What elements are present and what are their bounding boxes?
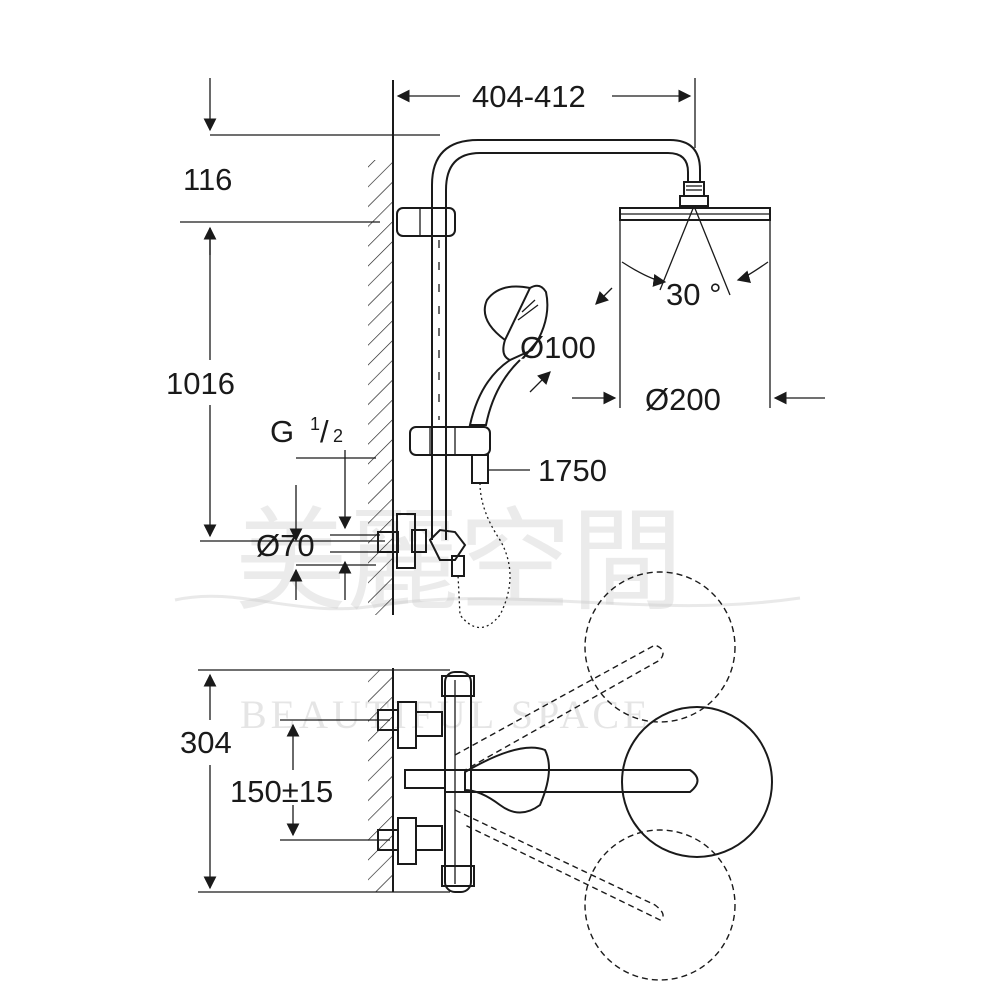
- head-shower-swing-top: [584, 571, 736, 723]
- hand-shower-diameter-label: Ø100: [520, 330, 596, 365]
- centers-label: 150±15: [230, 774, 333, 809]
- hose-length-label: 1750: [538, 453, 607, 488]
- s-union-bottom: [377, 817, 443, 865]
- thread-label-den: 2: [333, 426, 343, 446]
- hand-shower-plan: [464, 746, 550, 814]
- head-shower: 30 °: [619, 205, 771, 408]
- wall-bracket-top: [396, 207, 456, 237]
- head-shower-plan: [621, 706, 773, 858]
- height-label: 1016: [166, 366, 235, 401]
- head-shower-diameter-label: Ø200: [645, 382, 721, 417]
- watermark: 美麗空間 BEAUTIFUL SPACE: [174, 497, 801, 737]
- wall-hatch-upper: [368, 160, 392, 615]
- mixer-depth-label: 304: [180, 725, 232, 760]
- s-union-top: [377, 701, 443, 749]
- riser-plan: [445, 769, 699, 793]
- width-range-label: 404-412: [472, 79, 586, 114]
- thread-label-num: 1: [310, 414, 320, 434]
- watermark-latin: BEAUTIFUL SPACE: [240, 692, 652, 737]
- side-elevation-view: 404-412 116 1016: [166, 78, 825, 629]
- thread-label-slash: /: [320, 414, 329, 449]
- riser-pipe-inner: [445, 152, 689, 540]
- watermark-cjk: 美麗空間: [235, 497, 683, 627]
- top-offset-label: 116: [183, 162, 232, 197]
- angle-label: 30 °: [666, 277, 722, 312]
- hand-shower: [468, 284, 549, 426]
- riser-pipe-outer: [431, 139, 701, 540]
- wall-hatch-lower: [368, 670, 392, 892]
- hand-shower-holder: [409, 426, 491, 456]
- hose: [457, 482, 511, 629]
- thread-label-g: G: [270, 414, 294, 449]
- head-shower-swing-bottom: [584, 829, 736, 981]
- plan-view: 304 150±15: [180, 571, 773, 981]
- rosette-diameter-label: Ø70: [256, 528, 315, 563]
